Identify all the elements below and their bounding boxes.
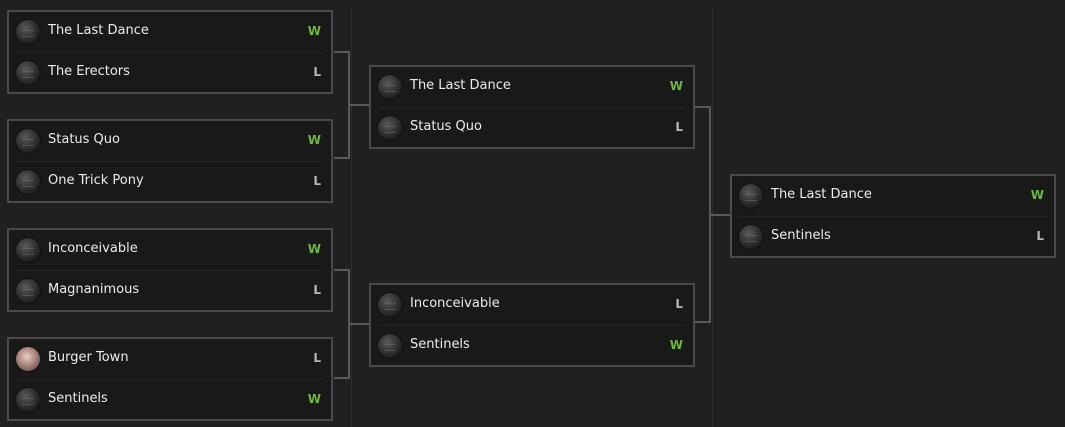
row-separator xyxy=(16,161,324,162)
team-logo-icon xyxy=(378,75,402,99)
team-row[interactable]: Sentinels L xyxy=(732,217,1054,257)
result-badge: W xyxy=(669,79,683,93)
team-name: Inconceivable xyxy=(410,296,500,311)
team-row[interactable]: Sentinels W xyxy=(9,380,331,420)
team-name: One Trick Pony xyxy=(48,173,144,188)
team-logo-icon xyxy=(739,225,763,249)
bracket-connector xyxy=(695,106,711,108)
result-badge: L xyxy=(313,351,321,365)
team-row[interactable]: Inconceivable W xyxy=(9,230,331,270)
team-row[interactable]: Burger Town L xyxy=(9,339,331,379)
result-badge: L xyxy=(675,297,683,311)
team-logo-icon xyxy=(378,293,402,317)
team-logo-icon xyxy=(739,184,763,208)
row-separator xyxy=(378,107,686,108)
bracket-connector xyxy=(334,157,350,159)
team-logo-icon xyxy=(16,279,40,303)
team-row[interactable]: Sentinels W xyxy=(371,326,693,366)
bracket-connector xyxy=(334,51,350,53)
team-row[interactable]: The Last Dance W xyxy=(371,67,693,107)
row-separator xyxy=(16,52,324,53)
team-logo-icon xyxy=(16,129,40,153)
team-logo-icon xyxy=(16,20,40,44)
result-badge: L xyxy=(1036,229,1044,243)
team-logo-icon xyxy=(16,238,40,262)
team-name: Burger Town xyxy=(48,350,129,365)
row-separator xyxy=(16,379,324,380)
team-name: Status Quo xyxy=(410,119,482,134)
team-name: Inconceivable xyxy=(48,241,138,256)
team-row[interactable]: The Erectors L xyxy=(9,53,331,93)
match-card[interactable]: Burger Town L Sentinels W xyxy=(7,337,333,421)
bracket-connector xyxy=(709,106,711,323)
team-logo-icon xyxy=(378,334,402,358)
team-name: The Last Dance xyxy=(48,23,149,38)
column-divider xyxy=(712,8,713,427)
match-card[interactable]: Status Quo W One Trick Pony L xyxy=(7,119,333,203)
result-badge: W xyxy=(669,338,683,352)
result-badge: L xyxy=(313,283,321,297)
team-row[interactable]: Magnanimous L xyxy=(9,271,331,311)
team-logo-icon xyxy=(16,170,40,194)
bracket-connector xyxy=(334,377,350,379)
match-card[interactable]: The Last Dance W The Erectors L xyxy=(7,10,333,94)
result-badge: W xyxy=(307,392,321,406)
match-card[interactable]: Inconceivable W Magnanimous L xyxy=(7,228,333,312)
bracket-connector xyxy=(334,269,350,271)
team-name: Sentinels xyxy=(48,391,108,406)
team-name: The Last Dance xyxy=(771,187,872,202)
bracket-connector xyxy=(350,104,369,106)
match-card[interactable]: The Last Dance W Sentinels L xyxy=(730,174,1056,258)
bracket-connector xyxy=(348,51,350,159)
match-card[interactable]: The Last Dance W Status Quo L xyxy=(369,65,695,149)
team-name: Status Quo xyxy=(48,132,120,147)
team-name: The Last Dance xyxy=(410,78,511,93)
team-photo-icon xyxy=(16,347,40,371)
team-row[interactable]: Status Quo L xyxy=(371,108,693,148)
result-badge: W xyxy=(307,24,321,38)
column-divider xyxy=(351,8,352,427)
team-row[interactable]: One Trick Pony L xyxy=(9,162,331,202)
team-row[interactable]: Inconceivable L xyxy=(371,285,693,325)
team-row[interactable]: Status Quo W xyxy=(9,121,331,161)
result-badge: L xyxy=(675,120,683,134)
match-card[interactable]: Inconceivable L Sentinels W xyxy=(369,283,695,367)
team-logo-icon xyxy=(16,388,40,412)
row-separator xyxy=(16,270,324,271)
row-separator xyxy=(739,216,1047,217)
result-badge: L xyxy=(313,65,321,79)
result-badge: W xyxy=(1030,188,1044,202)
team-name: Sentinels xyxy=(410,337,470,352)
row-separator xyxy=(378,325,686,326)
result-badge: L xyxy=(313,174,321,188)
team-row[interactable]: The Last Dance W xyxy=(9,12,331,52)
result-badge: W xyxy=(307,242,321,256)
bracket-connector xyxy=(711,214,730,216)
team-name: Sentinels xyxy=(771,228,831,243)
team-logo-icon xyxy=(378,116,402,140)
bracket-connector xyxy=(695,321,711,323)
result-badge: W xyxy=(307,133,321,147)
team-name: Magnanimous xyxy=(48,282,140,297)
team-logo-icon xyxy=(16,61,40,85)
team-row[interactable]: The Last Dance W xyxy=(732,176,1054,216)
bracket-connector xyxy=(350,323,369,325)
team-name: The Erectors xyxy=(48,64,130,79)
bracket-connector xyxy=(348,269,350,379)
